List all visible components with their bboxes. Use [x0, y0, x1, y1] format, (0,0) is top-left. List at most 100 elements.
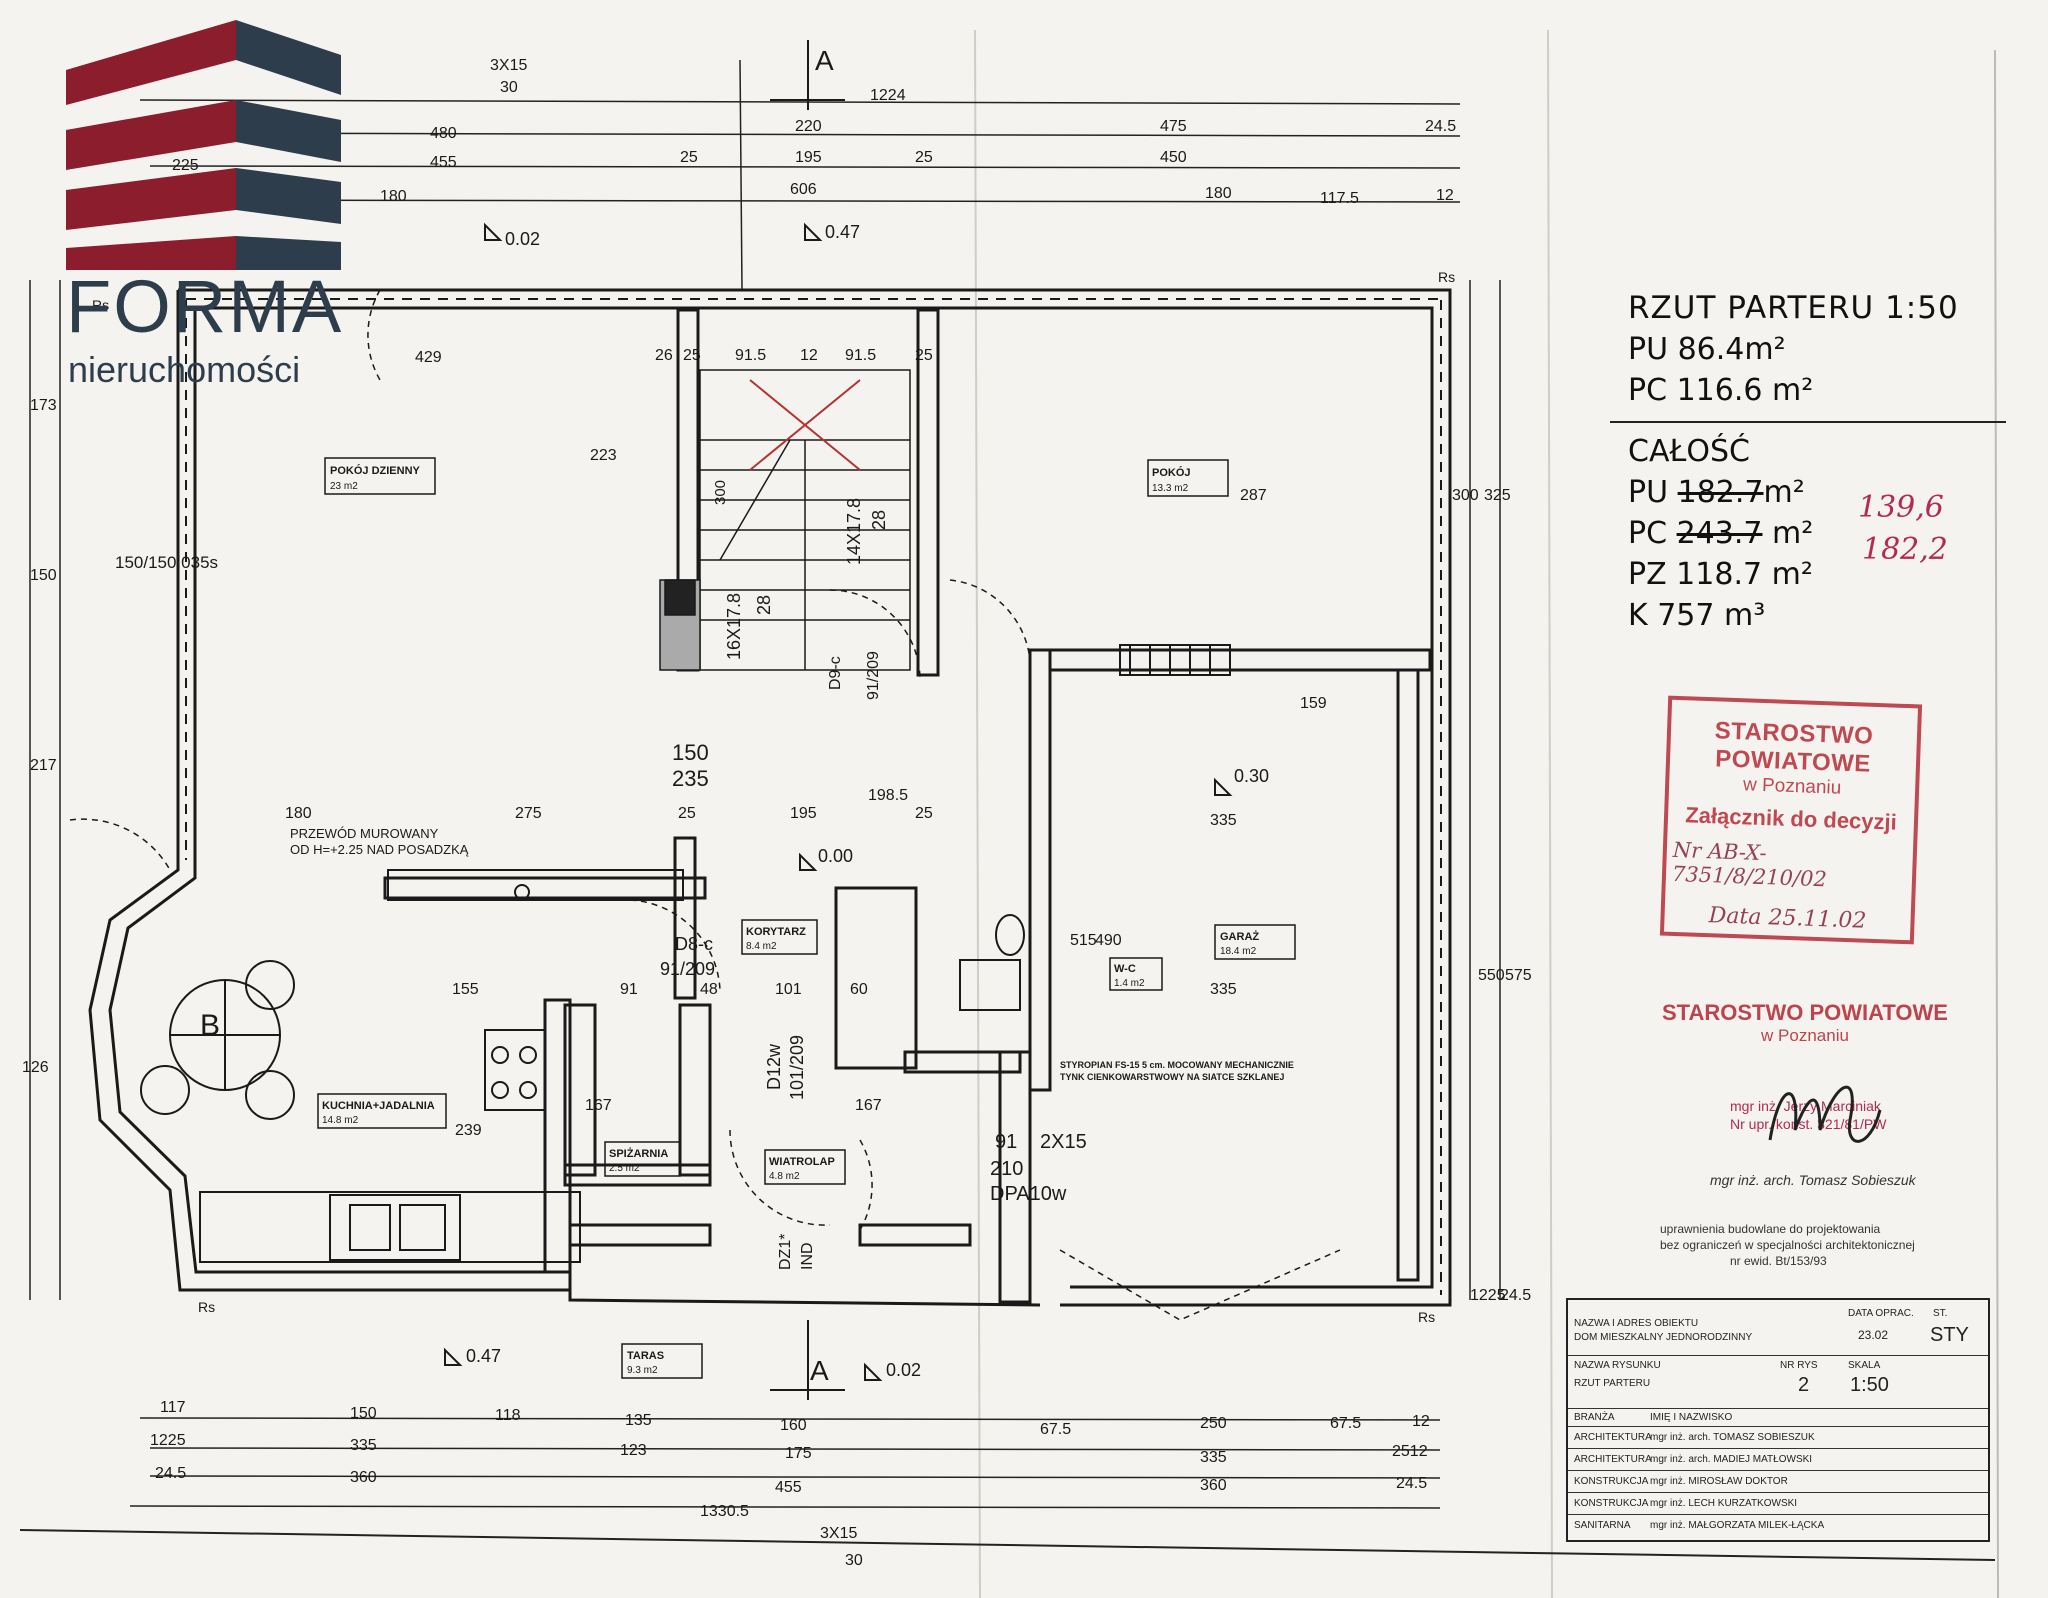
tb-divider	[1568, 1355, 1988, 1356]
tb-branch: ARCHITEKTURA	[1574, 1432, 1652, 1443]
legend-total-heading: CAŁOŚĆ	[1628, 434, 1750, 469]
tb-value: 23.02	[1858, 1328, 1889, 1342]
logo-wordmark: FORMA	[66, 265, 344, 348]
legend-unit: m²	[1763, 475, 1805, 510]
tb-label: DATA OPRAC.	[1848, 1308, 1914, 1319]
tb-divider	[1568, 1448, 1988, 1449]
dim-label: 155	[452, 981, 479, 998]
architect-signature: mgr inż. arch. Tomasz Sobieszuk	[1710, 1172, 1916, 1188]
legend-total-pc: PC 243.7 m²	[1628, 513, 1988, 554]
dim-label: 180	[1205, 185, 1232, 202]
permit-line: uprawnienia budowlane do projektowania	[1660, 1222, 1881, 1236]
dim-label: 1225	[150, 1432, 186, 1449]
room-name: WIATROLAP	[769, 1156, 835, 1168]
dim-label: 24.5	[1500, 1287, 1531, 1304]
dim-label: 455	[775, 1479, 802, 1496]
tb-branch: ARCHITEKTURA	[1574, 1454, 1652, 1465]
rs-mark: Rs	[92, 297, 109, 313]
dim-label: 180	[380, 188, 407, 205]
dim-label: 429	[415, 349, 442, 366]
frame-line	[19, 1529, 1996, 1561]
dim-label: 25	[915, 347, 933, 364]
legend-unit: m²	[1762, 516, 1814, 551]
handwritten-pc: 182,2	[1862, 532, 1948, 567]
dim-label: 91.5	[735, 347, 766, 364]
room-name: KUCHNIA+JADALNIA	[322, 1100, 435, 1112]
door-tag: 101/209	[787, 1035, 807, 1100]
tb-value: STY	[1930, 1324, 1969, 1346]
tb-divider	[1568, 1492, 1988, 1493]
top-dimension-lines	[29, 59, 1501, 1300]
stairs-note: 14X17.8	[844, 498, 864, 565]
dim-label: 30	[500, 79, 518, 96]
level-markers	[444, 222, 1233, 1381]
dim-label: 275	[515, 805, 542, 822]
chimney-note: PRZEWÓD MUROWANY	[290, 826, 439, 841]
dim-label: 325	[1484, 487, 1511, 504]
staircase	[659, 369, 911, 671]
door-tag: D9-c	[827, 656, 844, 690]
tb-person: mgr inż. arch. TOMASZ SOBIESZUK	[1650, 1432, 1815, 1443]
dim-label: 225	[172, 157, 199, 174]
dim-label: 101	[775, 981, 802, 998]
tb-branch: KONSTRUKCJA	[1574, 1476, 1649, 1487]
dim-label: 150	[350, 1405, 377, 1422]
wall-hatching	[185, 298, 1442, 1295]
dim-label: 550	[1478, 967, 1505, 984]
room-name: TARAS	[627, 1350, 664, 1362]
dim-label: 25	[683, 347, 701, 364]
dim-label: 25	[680, 149, 698, 166]
dim-label: 223	[590, 447, 617, 464]
dim-label: 30	[845, 1552, 863, 1569]
tb-value: RZUT PARTERU	[1574, 1378, 1651, 1389]
dim-label: 3X15	[490, 57, 527, 74]
paper-edge	[1994, 49, 1999, 1598]
stamp-line: Data 25.11.02	[1708, 903, 1867, 934]
legend-title: RZUT PARTERU 1:50	[1628, 290, 1959, 326]
door-tag: D8-c	[675, 934, 713, 954]
room-label-box	[1109, 957, 1163, 991]
dim-label: 48	[700, 981, 718, 998]
section-mark: A	[815, 45, 834, 76]
dim-label: 1224	[870, 87, 906, 104]
room-label-box	[317, 1093, 447, 1129]
dim-label: 25	[678, 805, 696, 822]
tb-divider	[1568, 1408, 1988, 1409]
dim-label: 515	[1070, 932, 1097, 949]
level-label: 0.47	[466, 1346, 501, 1366]
dim-label: 480	[430, 125, 457, 142]
dim-label: 24.5	[155, 1465, 186, 1482]
title-block: NAZWA I ADRES OBIEKTU DOM MIESZKALNY JED…	[1566, 1298, 1990, 1542]
kitchen-fixtures	[199, 1029, 581, 1263]
level-label: 0.02	[505, 229, 540, 249]
dim-label: 150	[30, 567, 57, 584]
dim-label: 210	[990, 1158, 1023, 1180]
room-name: SPIŻARNIA	[609, 1147, 668, 1160]
legend-pc: PC 116.6 m²	[1628, 373, 1814, 408]
dim-label: 3X15	[820, 1525, 857, 1542]
stairs-note: 16X17.8	[724, 593, 744, 660]
dim-label: 12	[800, 347, 818, 364]
door-tag: D12w	[764, 1043, 784, 1090]
permit-line: nr ewid. Bt/153/93	[1730, 1254, 1827, 1268]
dim-label: 217	[30, 757, 57, 774]
dim-label: 167	[855, 1097, 882, 1114]
dim-label: 490	[1095, 932, 1122, 949]
paper-fold	[974, 29, 981, 1598]
dim-label: 335	[1200, 1449, 1227, 1466]
room-area: 8.4 m2	[746, 941, 777, 952]
tb-divider	[1568, 1470, 1988, 1471]
dim-label: 2512	[1392, 1443, 1428, 1460]
dim-label: 135	[625, 1412, 652, 1429]
stamp-line: STAROSTWO POWIATOWE	[1714, 717, 1874, 778]
chimney	[387, 644, 1231, 901]
insulation-note: TYNK CIENKOWARSTWOWY NA SIATCE SZKLANEJ	[1060, 1072, 1284, 1082]
dim-label: 91.5	[845, 347, 876, 364]
room-label-box	[604, 1141, 681, 1177]
dim-label: 300	[1452, 487, 1479, 504]
room-area: 4.8 m2	[769, 1171, 800, 1182]
room-area: 23 m2	[330, 481, 358, 492]
stairs-note: 300	[712, 480, 729, 505]
room-area: 13.3 m2	[1152, 483, 1189, 494]
